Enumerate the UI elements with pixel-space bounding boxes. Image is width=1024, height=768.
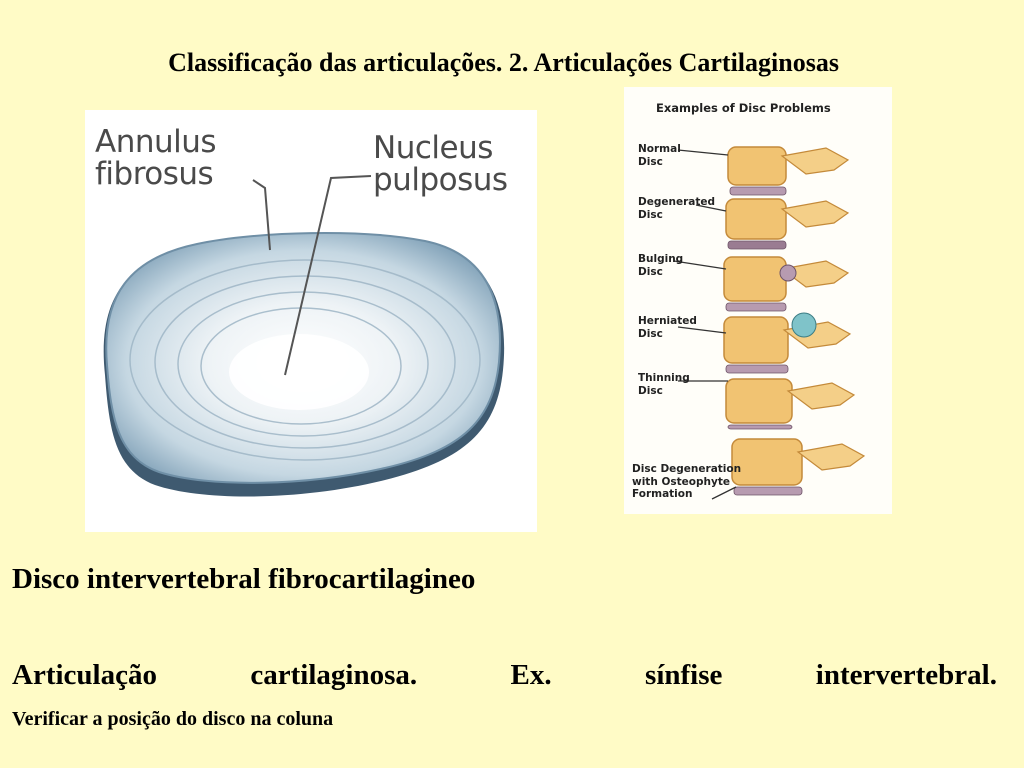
intervertebral-disc <box>727 240 787 250</box>
nucleus-label-line2: pulposus <box>373 162 508 198</box>
label-bulging-disc: Bulging Disc <box>638 253 684 278</box>
spinous-process <box>780 260 850 288</box>
label-normal-disc: Normal Disc <box>638 143 681 168</box>
disc-cross-section-figure: Annulus fibrosus Nucleus pulposus <box>85 110 537 532</box>
body-heading: Disco intervertebral fibrocartilagineo <box>12 563 476 595</box>
slide-title: Classificação das articulações. 2. Artic… <box>168 48 839 77</box>
leader-line <box>695 204 727 212</box>
spine-illustration <box>673 146 866 500</box>
label-thinning-disc: Thinning Disc <box>638 372 690 397</box>
label-herniated-disc: Herniated Disc <box>638 315 697 340</box>
nucleus-label-line1: Nucleus <box>373 130 493 166</box>
annulus-fibrosus-label: Annulus fibrosus <box>95 124 217 192</box>
leader-line <box>677 149 729 156</box>
body-word: cartilaginosa. <box>250 659 418 691</box>
body-word: Articulação <box>12 659 157 691</box>
intervertebral-disc <box>729 186 787 196</box>
herniated-disc-mark <box>791 312 817 338</box>
spinous-process <box>786 382 856 410</box>
body-word: Ex. <box>510 659 552 691</box>
annulus-label-line2: fibrosus <box>95 156 214 192</box>
intervertebral-disc <box>727 424 793 430</box>
vertebral-body <box>725 378 793 424</box>
annulus-label-line1: Annulus <box>95 124 217 160</box>
vertebral-body <box>723 316 789 364</box>
vertebral-body <box>725 198 787 240</box>
spinous-process <box>780 147 850 175</box>
nucleus-pulposus-label: Nucleus pulposus <box>373 132 508 196</box>
body-paragraph-justified: Articulação cartilaginosa. Ex. sínfise i… <box>12 659 997 692</box>
label-degenerated-disc: Degenerated Disc <box>638 196 715 221</box>
leader-line <box>677 326 727 334</box>
bulging-disc-mark <box>779 264 797 282</box>
intervertebral-disc <box>733 486 803 496</box>
spinous-process <box>796 443 866 471</box>
body-word: sínfise <box>645 659 723 691</box>
intervertebral-disc <box>725 364 789 374</box>
leader-line <box>673 260 727 270</box>
vertebral-body <box>731 438 803 486</box>
spinous-process <box>780 200 850 228</box>
label-osteophyte-disc: Disc Degeneration with Osteophyte Format… <box>632 463 742 500</box>
body-word: intervertebral. <box>815 659 997 691</box>
leader-line <box>711 486 737 500</box>
vertebral-body <box>723 256 787 302</box>
vertebral-body <box>727 146 787 186</box>
disc-illustration <box>103 175 505 497</box>
spine-disc-problems-figure: Examples of Disc Problems Normal Disc De… <box>624 87 892 514</box>
body-note: Verificar a posição do disco na coluna <box>12 708 334 730</box>
spine-figure-title: Examples of Disc Problems <box>656 101 831 115</box>
intervertebral-disc <box>725 302 787 312</box>
